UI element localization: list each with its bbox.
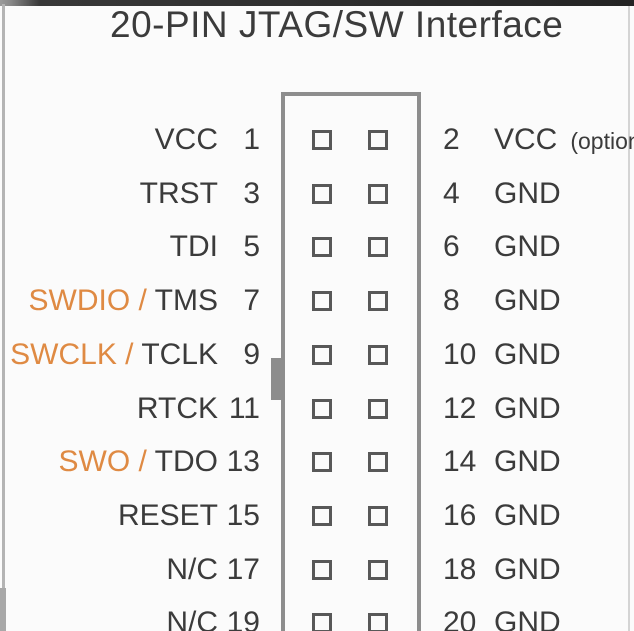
pin-square-left: [312, 291, 332, 312]
right-frame-line: [628, 6, 630, 631]
jtag-signal-label: VCC: [154, 123, 218, 156]
signal-label-right: VCC (option: [494, 124, 634, 157]
pin-square-left: [312, 452, 332, 473]
pin-number-right: 6: [443, 230, 460, 264]
optional-note: (option: [570, 128, 634, 154]
pin-square-left: [312, 559, 332, 580]
pin-number-right: 18: [443, 552, 477, 586]
pin-number-right: 16: [443, 498, 477, 532]
signal-label-left: SWDIO / TMS: [29, 285, 218, 317]
signal-label-right: GND: [494, 498, 561, 532]
sw-signal-label: SWO /: [58, 445, 155, 479]
pin-square-right: [368, 237, 388, 258]
pin-number-right: 14: [443, 445, 477, 479]
sw-signal-label: SWCLK /: [10, 337, 142, 371]
diagram-title: 20-PIN JTAG/SW Interface: [110, 4, 564, 45]
pin-number-left: 17: [226, 552, 260, 586]
signal-label-left: RTCK: [136, 391, 218, 425]
pin-square-left: [312, 130, 332, 150]
pin-square-right: [368, 452, 388, 473]
signal-label-right: GND: [494, 552, 561, 586]
top-border-strip: [0, 0, 634, 6]
pin-number-left: 11: [228, 391, 260, 425]
signal-label-right: GND: [494, 285, 561, 317]
jtag-signal-label: N/C: [166, 552, 218, 586]
pin-number-left: 7: [243, 284, 260, 318]
right-signal-name: GND: [494, 230, 561, 264]
right-signal-name: GND: [494, 176, 561, 210]
right-signal-name: GND: [494, 284, 561, 318]
signal-label-right: GND: [494, 337, 561, 371]
pin-number-left: 5: [243, 230, 260, 264]
pin-square-right: [368, 505, 388, 526]
jtag-signal-label: RESET: [117, 498, 218, 532]
signal-label-left: N/C: [166, 607, 218, 631]
pin-square-right: [368, 130, 388, 150]
signal-label-left: TDI: [170, 231, 218, 263]
signal-label-right: GND: [494, 176, 561, 210]
pin-square-right: [368, 613, 388, 631]
pin-square-right: [368, 559, 388, 580]
jtag-signal-label: RTCK: [136, 391, 218, 425]
right-signal-name: GND: [494, 552, 561, 586]
pin-number-right: 8: [443, 284, 460, 318]
jtag-signal-label: TDI: [169, 230, 218, 264]
right-signal-name: GND: [494, 337, 561, 371]
signal-label-right: GND: [494, 607, 561, 631]
sw-signal-label: SWDIO /: [28, 284, 155, 318]
jtag-signal-label: TCLK: [141, 337, 218, 371]
signal-label-left: N/C: [166, 552, 218, 586]
left-frame-line-bottom: [0, 588, 6, 631]
pin-number-right: 4: [443, 176, 460, 210]
connector-notch: [271, 358, 283, 400]
pin-number-left: 3: [243, 176, 260, 210]
pin-square-left: [312, 183, 332, 204]
signal-label-right: GND: [494, 391, 561, 425]
pin-number-left: 9: [243, 337, 260, 371]
jtag-signal-label: TDO: [154, 445, 218, 479]
pin-number-right: 20: [443, 606, 477, 631]
pin-number-left: 19: [226, 606, 260, 631]
pin-square-right: [368, 291, 388, 312]
pin-square-left: [312, 237, 332, 258]
right-signal-name: GND: [494, 391, 561, 425]
right-signal-name: GND: [494, 498, 561, 532]
pin-number-left: 13: [226, 445, 260, 479]
pin-number-left: 15: [226, 498, 260, 532]
signal-label-left: VCC: [155, 124, 218, 156]
signal-label-left: RESET: [117, 498, 218, 532]
pin-number-right: 10: [443, 337, 477, 371]
jtag-signal-label: TRST: [139, 176, 218, 210]
jtag-signal-label: N/C: [166, 606, 218, 631]
right-signal-name: GND: [494, 445, 561, 479]
left-frame-line: [2, 4, 5, 631]
pin-square-left: [312, 398, 332, 419]
connector-outline: [281, 92, 421, 631]
pin-number-right: 2: [443, 123, 460, 156]
right-signal-name: GND: [494, 606, 561, 631]
signal-label-left: SWO / TDO: [59, 446, 218, 478]
pin-square-left: [312, 613, 332, 631]
signal-label-left: TRST: [139, 176, 218, 210]
pin-square-right: [368, 398, 388, 419]
pin-square-left: [312, 344, 332, 365]
signal-label-right: GND: [494, 446, 561, 478]
right-signal-name: VCC: [494, 123, 558, 156]
jtag-signal-label: TMS: [154, 284, 218, 318]
pin-square-right: [368, 344, 388, 365]
pin-number-right: 12: [443, 391, 477, 425]
pin-number-left: 1: [243, 123, 260, 156]
signal-label-right: GND: [494, 231, 561, 263]
signal-label-left: SWCLK / TCLK: [10, 337, 218, 371]
pin-square-left: [312, 505, 332, 526]
pin-square-right: [368, 183, 388, 204]
